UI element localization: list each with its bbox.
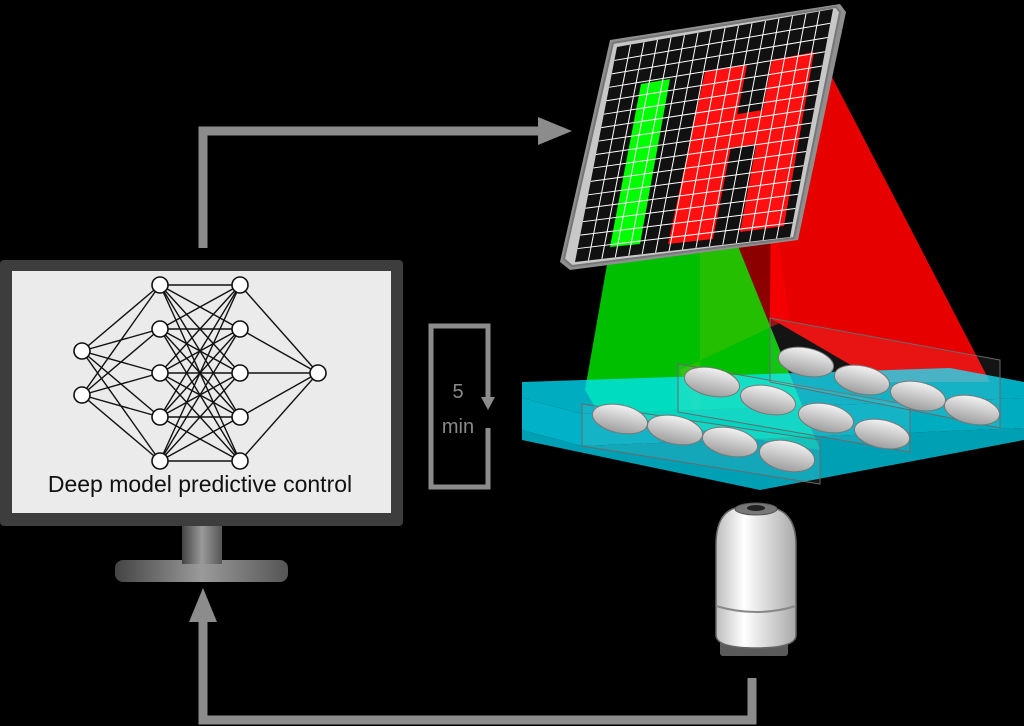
projector-grid: [577, 11, 831, 261]
cell: [683, 366, 741, 398]
network-edge: [81, 394, 161, 462]
network-node: [309, 364, 327, 382]
network-node: [151, 408, 169, 426]
feedback-arrows: [189, 117, 757, 725]
timer-bracket: [428, 323, 491, 490]
grid-line: [614, 22, 831, 61]
network-node: [151, 320, 169, 338]
cell: [701, 426, 759, 458]
objective-body: [715, 506, 797, 649]
grid-line: [601, 94, 817, 129]
network-node: [231, 452, 249, 470]
cell: [853, 418, 911, 450]
cell: [943, 394, 1001, 426]
monitor-stand-base: [115, 560, 288, 582]
network-node: [73, 342, 91, 360]
objective-ring: [715, 605, 797, 613]
cell: [797, 402, 855, 434]
cell: [739, 384, 797, 416]
cell: [758, 439, 816, 473]
grid-line: [611, 37, 828, 75]
network-edge: [159, 284, 241, 462]
grid-line: [606, 65, 823, 102]
network-edge: [239, 372, 319, 418]
cell: [833, 364, 891, 396]
network-node: [151, 452, 169, 470]
neural-network-icon: [73, 276, 327, 470]
grid-line: [603, 79, 820, 115]
timer-arrow-head: [481, 397, 495, 410]
monitor: Deep model predictive control: [0, 260, 403, 582]
network-edge: [159, 284, 241, 374]
network-edge: [81, 328, 161, 396]
network-edge: [159, 328, 241, 462]
arrow-to-projector-head: [538, 117, 572, 145]
arrow-to-projector: [198, 126, 548, 248]
network-edge: [159, 284, 241, 418]
arrow-from-microscope-head: [189, 588, 217, 622]
grid-line: [590, 151, 807, 182]
network-edge: [159, 416, 241, 462]
red-pattern-left: [668, 65, 747, 244]
timer-unit: min: [442, 416, 474, 438]
network-edge: [239, 328, 319, 374]
timer-value: 5: [452, 381, 463, 403]
network-edge: [81, 284, 161, 352]
network-edge: [81, 284, 161, 396]
cell: [777, 346, 835, 378]
grid-line: [588, 165, 804, 196]
microfluidic-chamber: [522, 317, 1024, 490]
network-edge: [239, 284, 319, 374]
network-node: [73, 386, 91, 404]
objective-lens: [747, 505, 765, 511]
grid-line: [595, 122, 812, 155]
grid-line: [585, 179, 801, 209]
arrow-from-microscope: [198, 615, 757, 725]
network-node: [231, 364, 249, 382]
monitor-caption: Deep model predictive control: [48, 471, 352, 497]
loop-timer: 5 min: [428, 323, 495, 490]
grid-line: [580, 208, 796, 236]
network-edge: [81, 394, 161, 418]
network-node: [231, 408, 249, 426]
red-beam-large: [770, 50, 990, 382]
network-node: [151, 364, 169, 382]
grid-line: [598, 108, 815, 142]
network-edge: [239, 372, 319, 462]
cells: [591, 346, 1001, 473]
network-node: [231, 320, 249, 338]
red-pattern-bridge: [696, 106, 786, 154]
grid-line: [593, 136, 809, 169]
grid-line: [577, 222, 793, 250]
monitor-stand-neck: [182, 524, 222, 564]
network-edge: [159, 372, 241, 462]
grid-line: [609, 51, 826, 88]
network-edge: [159, 284, 241, 330]
network-node: [231, 276, 249, 294]
network-node: [151, 276, 169, 294]
network-edge: [81, 372, 161, 396]
microscope-objective: [715, 502, 797, 656]
grid-line: [582, 193, 799, 223]
light-projector: [560, 4, 846, 270]
